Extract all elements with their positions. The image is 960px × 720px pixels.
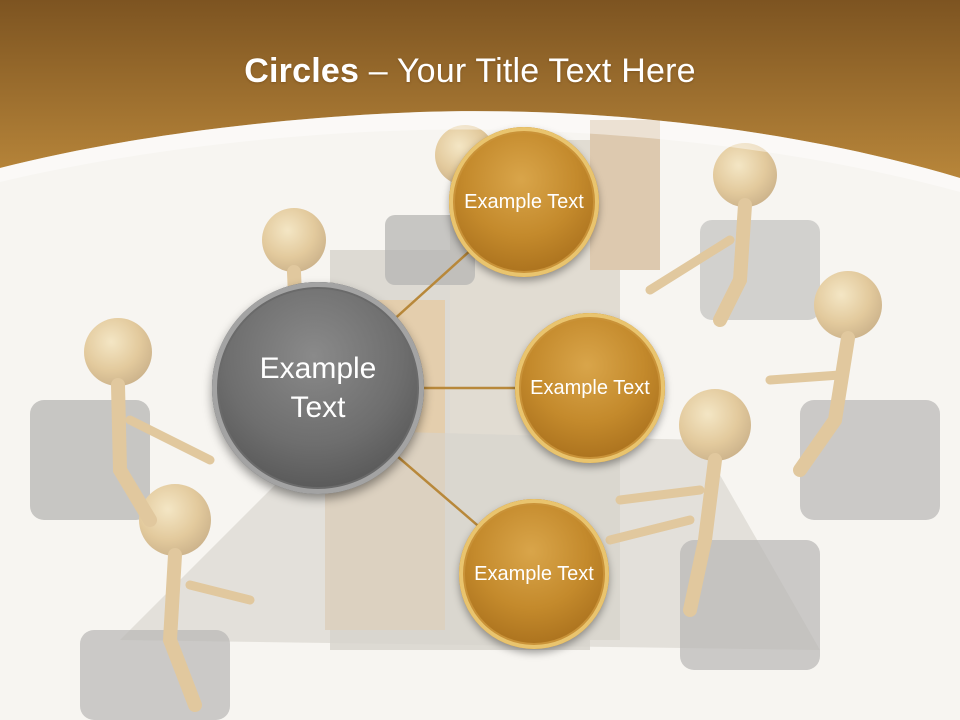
- title-bold: Circles: [244, 52, 360, 90]
- satellite-label-middle: Example Text: [530, 377, 650, 399]
- satellite-circle-bottom: Example Text: [459, 499, 609, 649]
- satellite-circle-middle: Example Text: [515, 313, 665, 463]
- satellite-label-top: Example Text: [464, 191, 584, 213]
- header-wave-highlight: [0, 111, 960, 192]
- header-band: [0, 0, 960, 178]
- satellite-circle-top: Example Text: [449, 127, 599, 277]
- slide-title: Circles – Your Title Text Here: [0, 52, 940, 91]
- center-circle-label: Example Text: [259, 352, 377, 424]
- title-rest: – Your Title Text Here: [359, 52, 696, 90]
- center-circle: Example Text: [212, 282, 424, 494]
- satellite-label-bottom: Example Text: [474, 563, 594, 585]
